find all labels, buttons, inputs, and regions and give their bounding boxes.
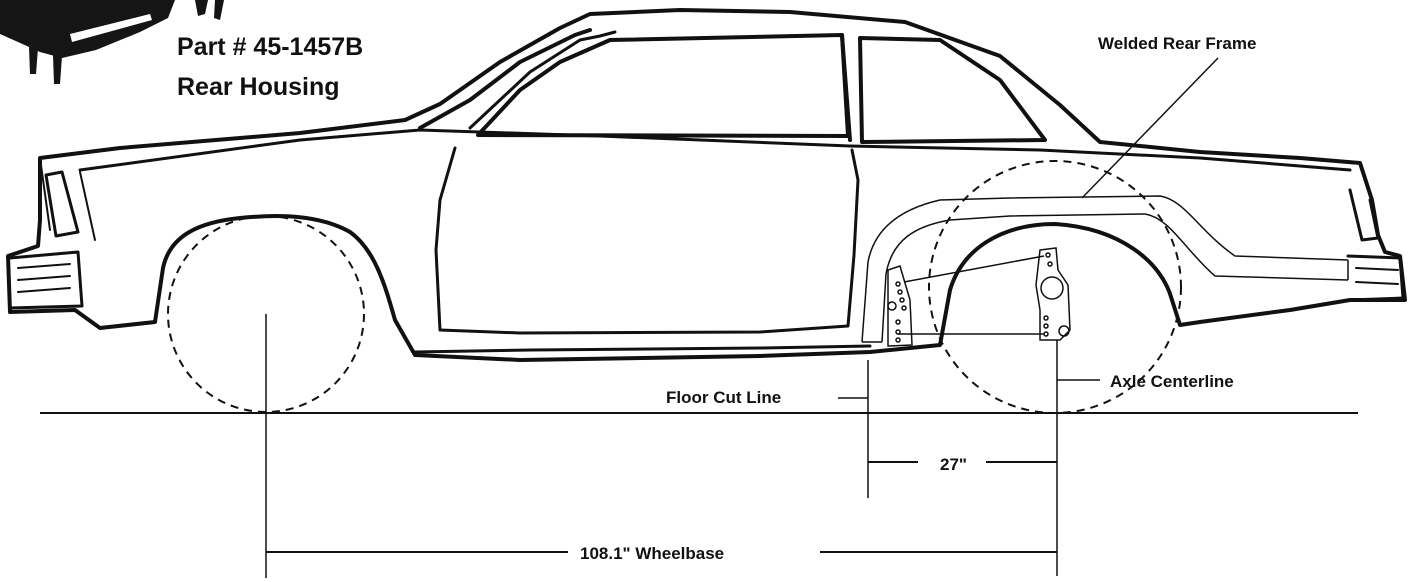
front-four-link-bracket xyxy=(887,265,913,347)
floor-cut-line-label: Floor Cut Line xyxy=(662,388,786,408)
part-number: Part # 45-1457B xyxy=(177,33,364,61)
front-wheel-circle xyxy=(167,215,365,413)
wheelbase-label: 108.1" Wheelbase xyxy=(576,544,729,564)
welded-rear-frame-leader xyxy=(1081,57,1219,199)
welded-rear-frame-outline xyxy=(861,195,1349,343)
dimension-27-label: 27" xyxy=(936,455,971,475)
part-name: Rear Housing xyxy=(177,73,340,101)
rear-housing-photo xyxy=(0,0,224,84)
axle-bracket xyxy=(1035,247,1071,341)
welded-rear-frame-label: Welded Rear Frame xyxy=(1094,34,1261,54)
axle-centerline-label: Axle Centerline xyxy=(1110,372,1234,391)
car-body-outline xyxy=(6,8,1407,362)
four-link-bars xyxy=(898,255,1045,335)
rear-wheel-circle xyxy=(928,160,1182,414)
